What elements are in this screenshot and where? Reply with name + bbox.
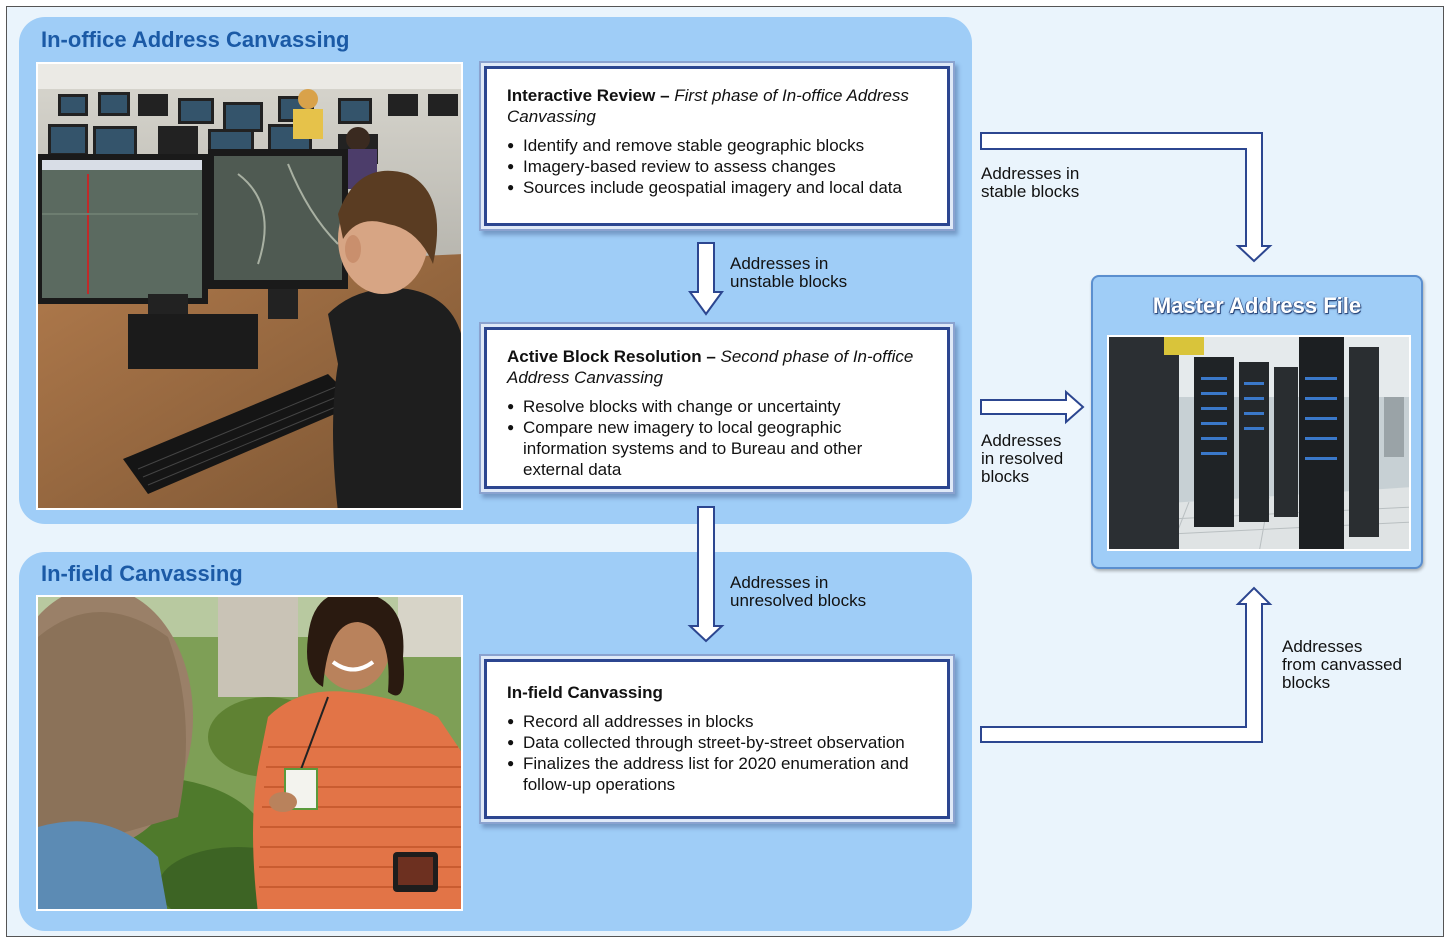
interactive-review-bullets: Identify and remove stable geographic bl…: [507, 135, 927, 198]
label-line: Addresses in: [730, 254, 829, 273]
office-workers-photo: [36, 62, 463, 510]
label-stable-blocks: Addresses in stable blocks: [981, 165, 1079, 201]
label-line: unresolved blocks: [730, 591, 867, 610]
in-field-canvassing-box: In-field Canvassing Record all addresses…: [484, 659, 950, 819]
field-canvasser-photo: [36, 595, 463, 911]
label-line: stable blocks: [981, 182, 1080, 201]
label-line: in resolved: [981, 449, 1064, 468]
interactive-review-title: Interactive Review –: [507, 86, 670, 105]
label-line: Addresses: [981, 431, 1062, 450]
in-field-box-title: In-field Canvassing: [507, 683, 663, 702]
label-line: blocks: [981, 467, 1030, 486]
label-unstable-blocks: Addresses in unstable blocks: [730, 255, 847, 291]
active-block-bullets: Resolve blocks with change or uncertaint…: [507, 396, 927, 480]
in-office-title: In-office Address Canvassing: [41, 27, 350, 52]
master-address-file-box: Master Address File: [1091, 275, 1423, 569]
bullet-item: Resolve blocks with change or uncertaint…: [507, 396, 927, 417]
label-unresolved-blocks: Addresses in unresolved blocks: [730, 574, 866, 610]
bullet-item: Record all addresses in blocks: [507, 711, 927, 732]
interactive-review-subtitle: First phase of In-office Address Canvass…: [507, 86, 909, 126]
master-address-file-title: Master Address File: [1152, 293, 1362, 318]
label-line: from canvassed: [1282, 655, 1402, 674]
bullet-item: Sources include geospatial imagery and l…: [507, 177, 927, 198]
label-line: Addresses in: [981, 164, 1080, 183]
label-line: blocks: [1282, 673, 1331, 692]
in-field-heading: In-field Canvassing: [507, 682, 927, 703]
label-line: Addresses: [1282, 637, 1363, 656]
in-field-bullets: Record all addresses in blocks Data coll…: [507, 711, 927, 795]
server-room-photo: [1107, 335, 1411, 551]
in-field-title: In-field Canvassing: [41, 561, 243, 586]
label-canvassed-blocks: Addresses from canvassed blocks: [1282, 638, 1402, 692]
active-block-title: Active Block Resolution –: [507, 347, 716, 366]
bullet-item: Identify and remove stable geographic bl…: [507, 135, 927, 156]
label-resolved-blocks: Addresses in resolved blocks: [981, 432, 1063, 486]
label-line: Addresses in: [730, 573, 829, 592]
active-block-resolution-box: Active Block Resolution – Second phase o…: [484, 327, 950, 489]
bullet-item: Data collected through street-by-street …: [507, 732, 927, 753]
interactive-review-heading: Interactive Review – First phase of In-o…: [507, 85, 927, 127]
label-line: unstable blocks: [730, 272, 848, 291]
active-block-heading: Active Block Resolution – Second phase o…: [507, 346, 927, 388]
bullet-item: Compare new imagery to local geographic …: [507, 417, 927, 480]
active-block-subtitle: Second phase of In-office Address Canvas…: [507, 347, 914, 387]
bullet-item: Imagery-based review to assess changes: [507, 156, 927, 177]
bullet-item: Finalizes the address list for 2020 enum…: [507, 753, 927, 795]
interactive-review-box: Interactive Review – First phase of In-o…: [484, 66, 950, 226]
